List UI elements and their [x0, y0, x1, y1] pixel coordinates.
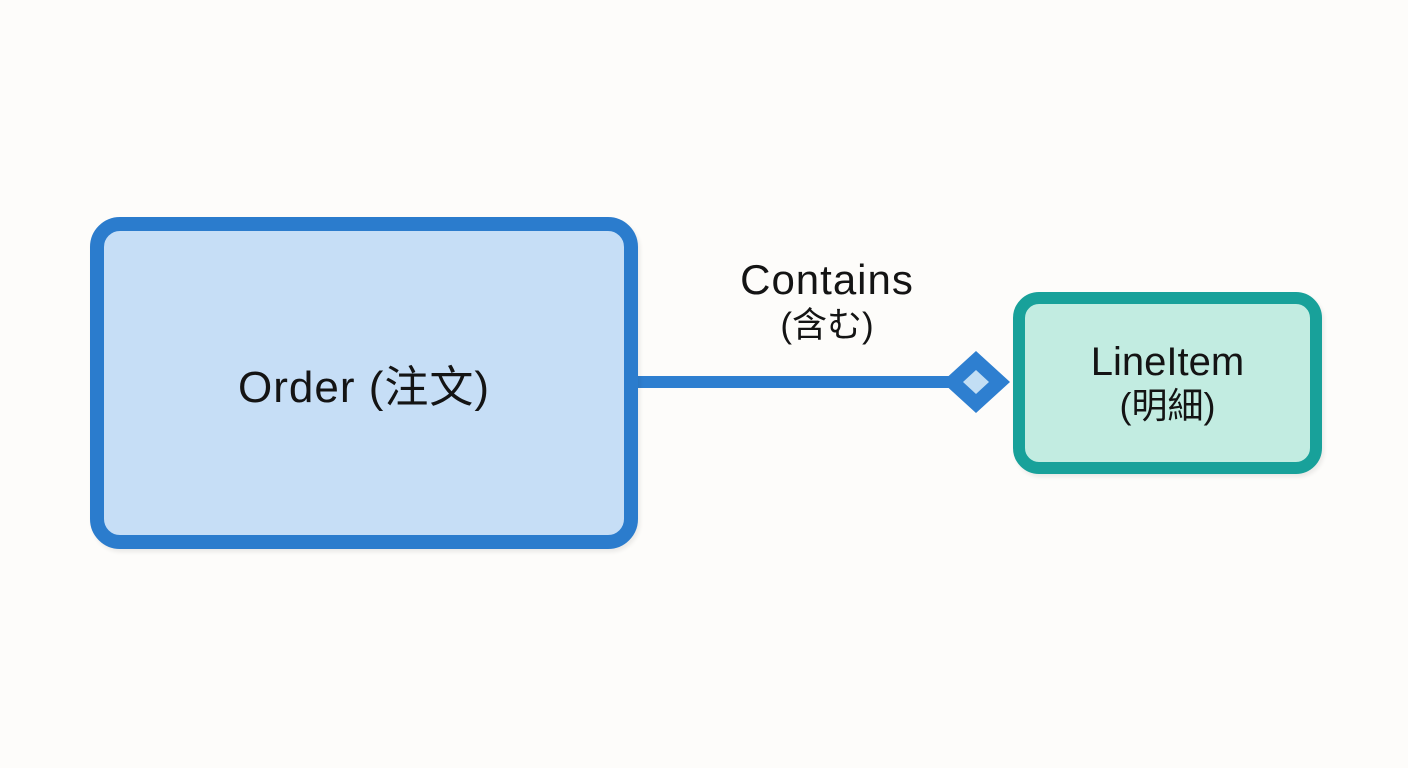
entity-lineitem[interactable]: LineItem (明細)	[1013, 292, 1322, 474]
entity-lineitem-label: LineItem	[1090, 340, 1245, 385]
entity-order[interactable]: Order (注文)	[90, 217, 638, 549]
relationship-connector-line	[634, 376, 964, 388]
relationship-name: Contains	[740, 256, 914, 303]
entity-lineitem-label-japanese: (明細)	[1119, 385, 1216, 427]
relationship-name-japanese: (含む)	[780, 306, 874, 346]
aggregation-diamond-icon	[942, 351, 1010, 413]
entity-order-label: Order (注文)	[238, 363, 490, 412]
relationship-label: Contains (含む)	[694, 255, 960, 347]
